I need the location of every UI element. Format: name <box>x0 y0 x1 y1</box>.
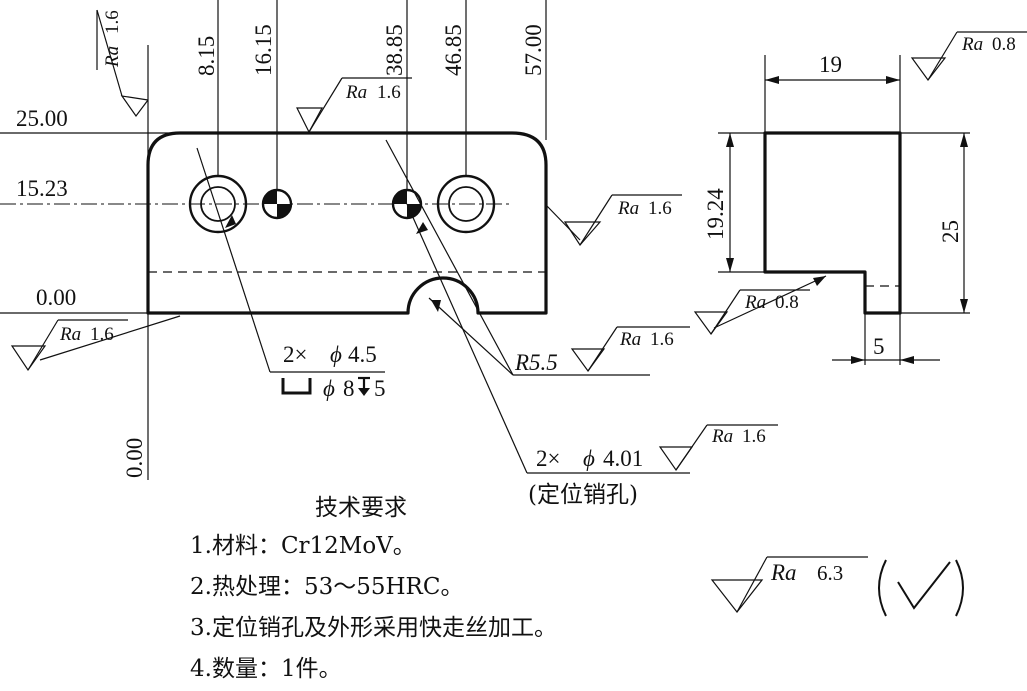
roughness-right-side: Ra 1.6 <box>545 194 682 246</box>
pin-size: 4.01 <box>603 446 643 471</box>
technical-requirements: 技术要求 1.材料：Cr12MoV。 2.热处理：53～55HRC。 3.定位销… <box>190 490 710 690</box>
check-mark-icon <box>897 561 951 610</box>
cb-size: 8 <box>343 376 355 401</box>
dim-0-00-horizontal: 0.00 <box>36 285 76 310</box>
dim-38-85: 38.85 <box>382 24 407 76</box>
note-item: 3.定位销孔及外形采用快走丝加工。 <box>190 615 557 641</box>
part-outline <box>146 131 548 315</box>
ra-value: 6.3 <box>817 561 843 585</box>
dim-15-23: 15.23 <box>16 176 68 201</box>
ra-value: 1.6 <box>90 324 114 345</box>
ra-label: Ra <box>711 426 733 447</box>
ra-label: Ra <box>770 560 797 585</box>
counterbore-hole-left-inner <box>200 186 236 222</box>
dim-19-24: 19.24 <box>703 188 728 240</box>
counterbore-hole-right <box>436 174 496 234</box>
counterbore-hole-right-inner <box>448 186 484 222</box>
hole-count: 2× <box>283 342 307 367</box>
pin-count: 2× <box>536 446 560 471</box>
ra-value: 1.6 <box>648 198 672 219</box>
dim-height: 25 <box>938 133 968 313</box>
note-item: 4.数量：1件。 <box>190 656 342 682</box>
dim-8-15: 8.15 <box>194 36 219 76</box>
radius-callout: R5.5 Ra 1.6 <box>385 139 690 376</box>
side-outline <box>763 131 902 315</box>
ra-label: Ra <box>961 34 983 55</box>
dim-57-00: 57.00 <box>521 24 546 76</box>
ra-value: 1.6 <box>742 426 766 447</box>
notes-title: 技术要求 <box>315 495 407 521</box>
dim-step-height: 19.24 <box>703 133 734 272</box>
front-view: 8.15 16.15 38.85 46.85 57.00 0.00 25.00 … <box>0 0 778 508</box>
roughness-bottom-left: Ra 1.6 <box>10 315 181 372</box>
ra-label: Ra <box>744 292 766 313</box>
ra-value: 1.6 <box>377 82 401 103</box>
dim-16-15: 16.15 <box>251 24 276 76</box>
cb-dia-symbol: ϕ <box>323 376 335 401</box>
pin-dia-symbol: ϕ <box>583 446 595 471</box>
right-paren <box>955 559 964 617</box>
ra-value: 1.6 <box>650 329 674 350</box>
ra-label: Ra <box>617 198 639 219</box>
general-roughness: Ra 6.3 <box>710 556 964 617</box>
dim-19: 19 <box>819 52 842 77</box>
ra-label: Ra <box>102 46 123 68</box>
counterbore-icon <box>281 378 312 395</box>
ra-label: Ra <box>619 329 641 350</box>
roughness-top-left: Ra 1.6 <box>96 9 149 118</box>
side-view: 19 19.24 25 5 Ra 0.8 <box>693 31 1027 365</box>
pin-hole-callout: 2× ϕ 4.01 (定位销孔) Ra 1.6 <box>406 203 778 508</box>
hole-callout: 2× ϕ 4.5 ϕ 8 5 <box>196 147 386 401</box>
cb-depth: 5 <box>374 376 386 401</box>
dim-25-00: 25.00 <box>16 106 68 131</box>
dim-0-00-vertical: 0.00 <box>122 438 147 478</box>
dia-symbol: ϕ <box>330 342 342 367</box>
pin-label: (定位销孔) <box>528 482 638 508</box>
ra-value: 0.8 <box>992 34 1016 55</box>
dim-width: 19 <box>765 52 900 84</box>
pin-hole-left <box>261 188 293 220</box>
roughness-side-step: Ra 0.8 <box>693 275 827 336</box>
dim-46-85: 46.85 <box>441 24 466 76</box>
left-paren <box>878 559 887 617</box>
ra-value: 0.8 <box>775 292 799 313</box>
counterbore-hole-left <box>188 174 248 234</box>
radius-value: R5.5 <box>514 350 558 375</box>
dim-5: 5 <box>873 334 885 359</box>
hole-size: 4.5 <box>348 342 377 367</box>
ra-label: Ra <box>59 324 81 345</box>
ra-value: 1.6 <box>102 10 123 34</box>
note-item: 2.热处理：53～55HRC。 <box>190 574 464 600</box>
dim-25: 25 <box>938 220 963 243</box>
depth-icon <box>358 376 370 396</box>
roughness-top-edge: Ra 1.6 <box>296 77 412 134</box>
dim-slot: 5 <box>832 334 940 364</box>
ra-label: Ra <box>345 82 367 103</box>
note-item: 1.材料：Cr12MoV。 <box>190 533 416 559</box>
roughness-side-top: Ra 0.8 <box>910 31 1027 82</box>
